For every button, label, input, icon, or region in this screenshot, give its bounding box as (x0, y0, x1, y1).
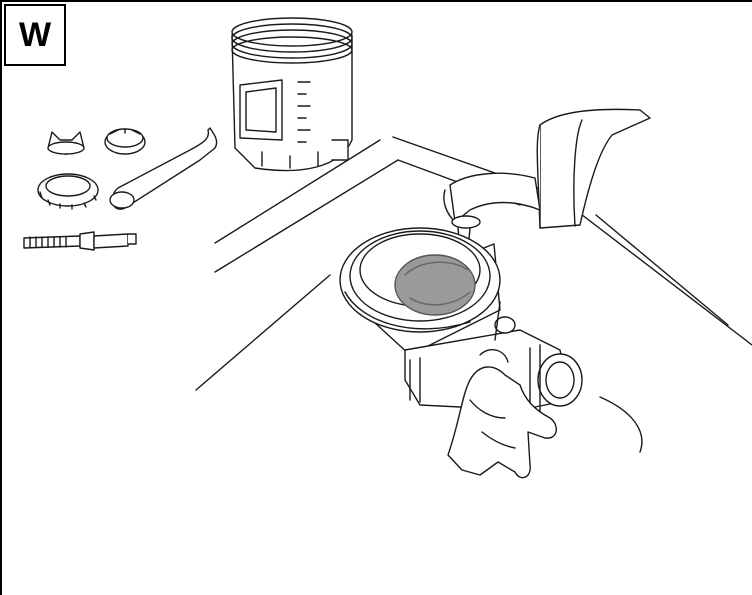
filter-media (395, 255, 475, 315)
step-badge: W (4, 4, 66, 66)
hands (448, 302, 556, 478)
filter-housing (340, 228, 582, 412)
part-connector-rod (24, 236, 80, 248)
small-parts (24, 128, 217, 250)
filter-container-jar (232, 18, 352, 171)
faucet (444, 109, 650, 228)
step-letter: W (18, 16, 52, 54)
